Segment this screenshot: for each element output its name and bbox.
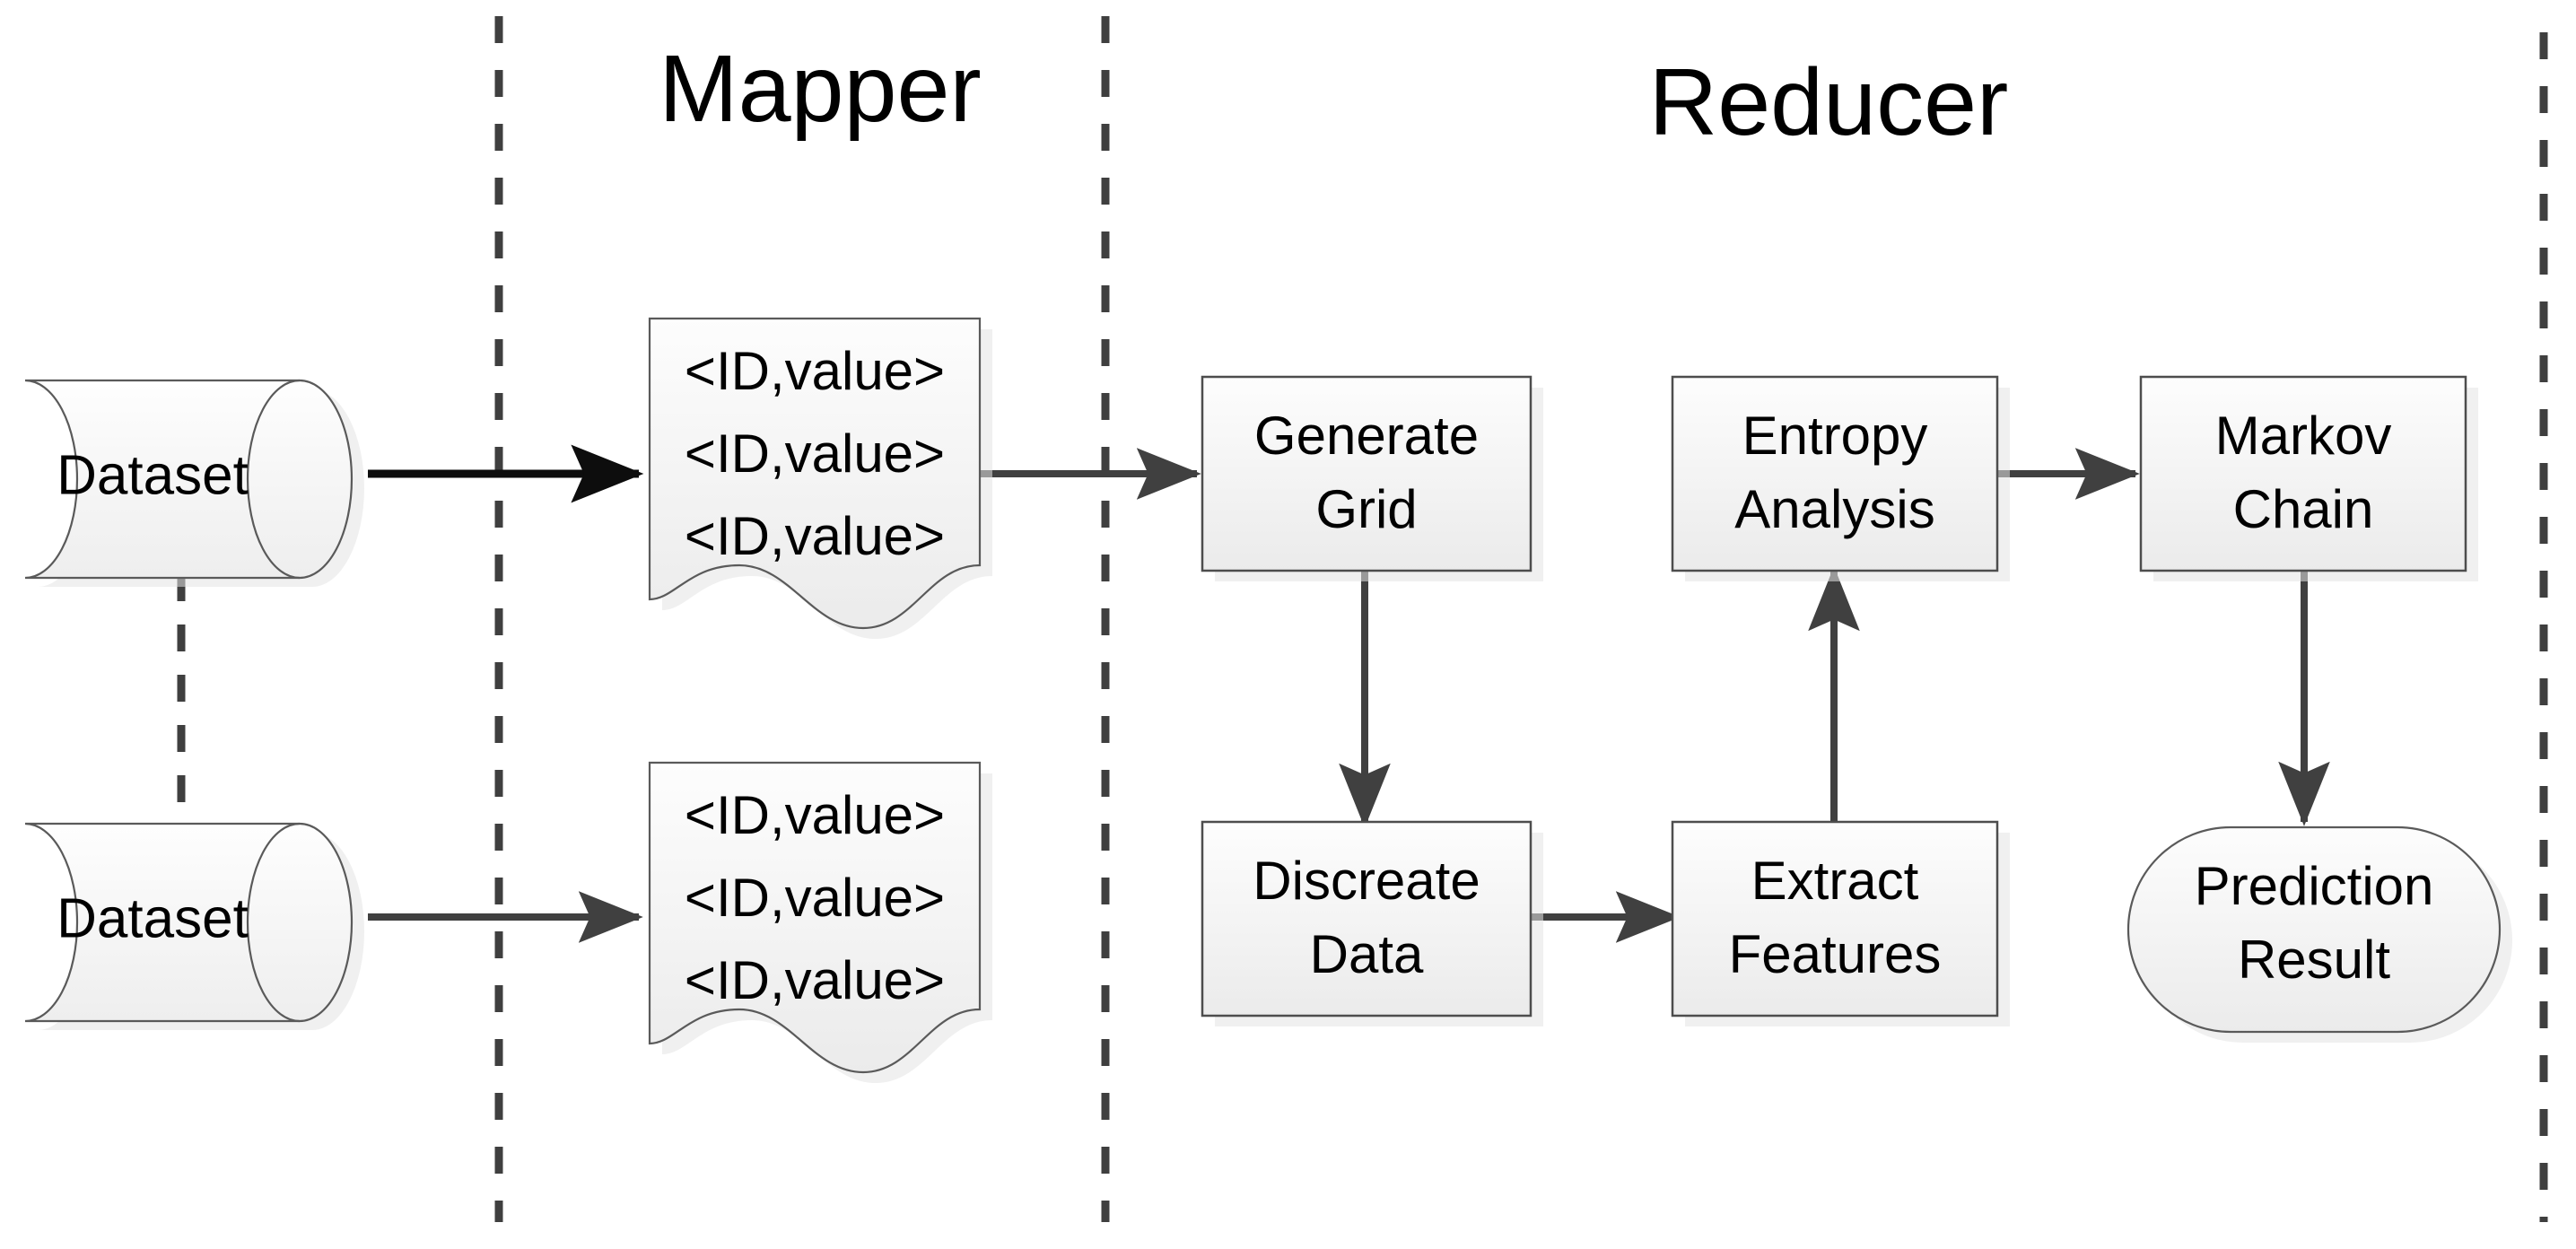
markov-chain-body xyxy=(2139,375,2467,572)
entropy-analysis-label-line1: Entropy xyxy=(1742,406,1928,466)
extract-features-body xyxy=(1671,820,1999,1018)
dataset-bottom-cap xyxy=(246,822,301,1023)
node-prediction-result[interactable]: Prediction Result xyxy=(2126,825,2512,1043)
discreate-data-label-line1: Discreate xyxy=(1253,851,1480,911)
discreate-data-body xyxy=(1201,820,1533,1018)
prediction-result-body xyxy=(2126,825,2502,1034)
node-entropy-analysis[interactable]: Entropy Analysis xyxy=(1671,375,2010,581)
extract-features-label-line2: Features xyxy=(1729,924,1942,984)
doc-bottom-body xyxy=(648,761,982,1074)
doc-bottom-line-3: <ID,value> xyxy=(685,950,945,1010)
markov-chain-label-line2: Chain xyxy=(2233,479,2374,539)
generate-grid-body xyxy=(1201,375,1533,572)
generate-grid-label-line2: Grid xyxy=(1315,479,1417,539)
prediction-result-label-line2: Result xyxy=(2238,930,2390,990)
doc-top-line-1: <ID,value> xyxy=(685,341,945,401)
node-dataset-bottom[interactable]: Dataset xyxy=(24,822,364,1030)
node-markov-chain[interactable]: Markov Chain xyxy=(2139,375,2478,581)
dataset-bottom-label: Dataset xyxy=(57,887,249,949)
lane-heading-mapper: Mapper xyxy=(659,36,981,142)
node-doc-top[interactable]: <ID,value> <ID,value> <ID,value> xyxy=(648,317,992,639)
node-doc-bottom[interactable]: <ID,value> <ID,value> <ID,value> xyxy=(648,761,992,1083)
extract-features-label-line1: Extract xyxy=(1751,851,1919,911)
doc-bottom-line-2: <ID,value> xyxy=(685,868,945,928)
doc-top-body xyxy=(648,317,982,630)
doc-top-line-2: <ID,value> xyxy=(685,424,945,484)
node-extract-features[interactable]: Extract Features xyxy=(1671,820,2010,1026)
node-discreate-data[interactable]: Discreate Data xyxy=(1201,820,1543,1026)
generate-grid-label-line1: Generate xyxy=(1254,406,1479,466)
prediction-result-label-line1: Prediction xyxy=(2195,856,2434,916)
doc-bottom-line-1: <ID,value> xyxy=(685,785,945,845)
entropy-analysis-label-line2: Analysis xyxy=(1734,479,1934,539)
markov-chain-label-line1: Markov xyxy=(2215,406,2392,466)
doc-top-line-3: <ID,value> xyxy=(685,506,945,566)
dataset-top-label: Dataset xyxy=(57,444,249,506)
node-dataset-top[interactable]: Dataset xyxy=(24,379,364,587)
discreate-data-label-line2: Data xyxy=(1310,924,1424,984)
dataset-top-cap xyxy=(246,379,301,580)
lane-heading-reducer: Reducer xyxy=(1649,49,2009,155)
entropy-analysis-body xyxy=(1671,375,1999,572)
node-generate-grid[interactable]: Generate Grid xyxy=(1201,375,1543,581)
